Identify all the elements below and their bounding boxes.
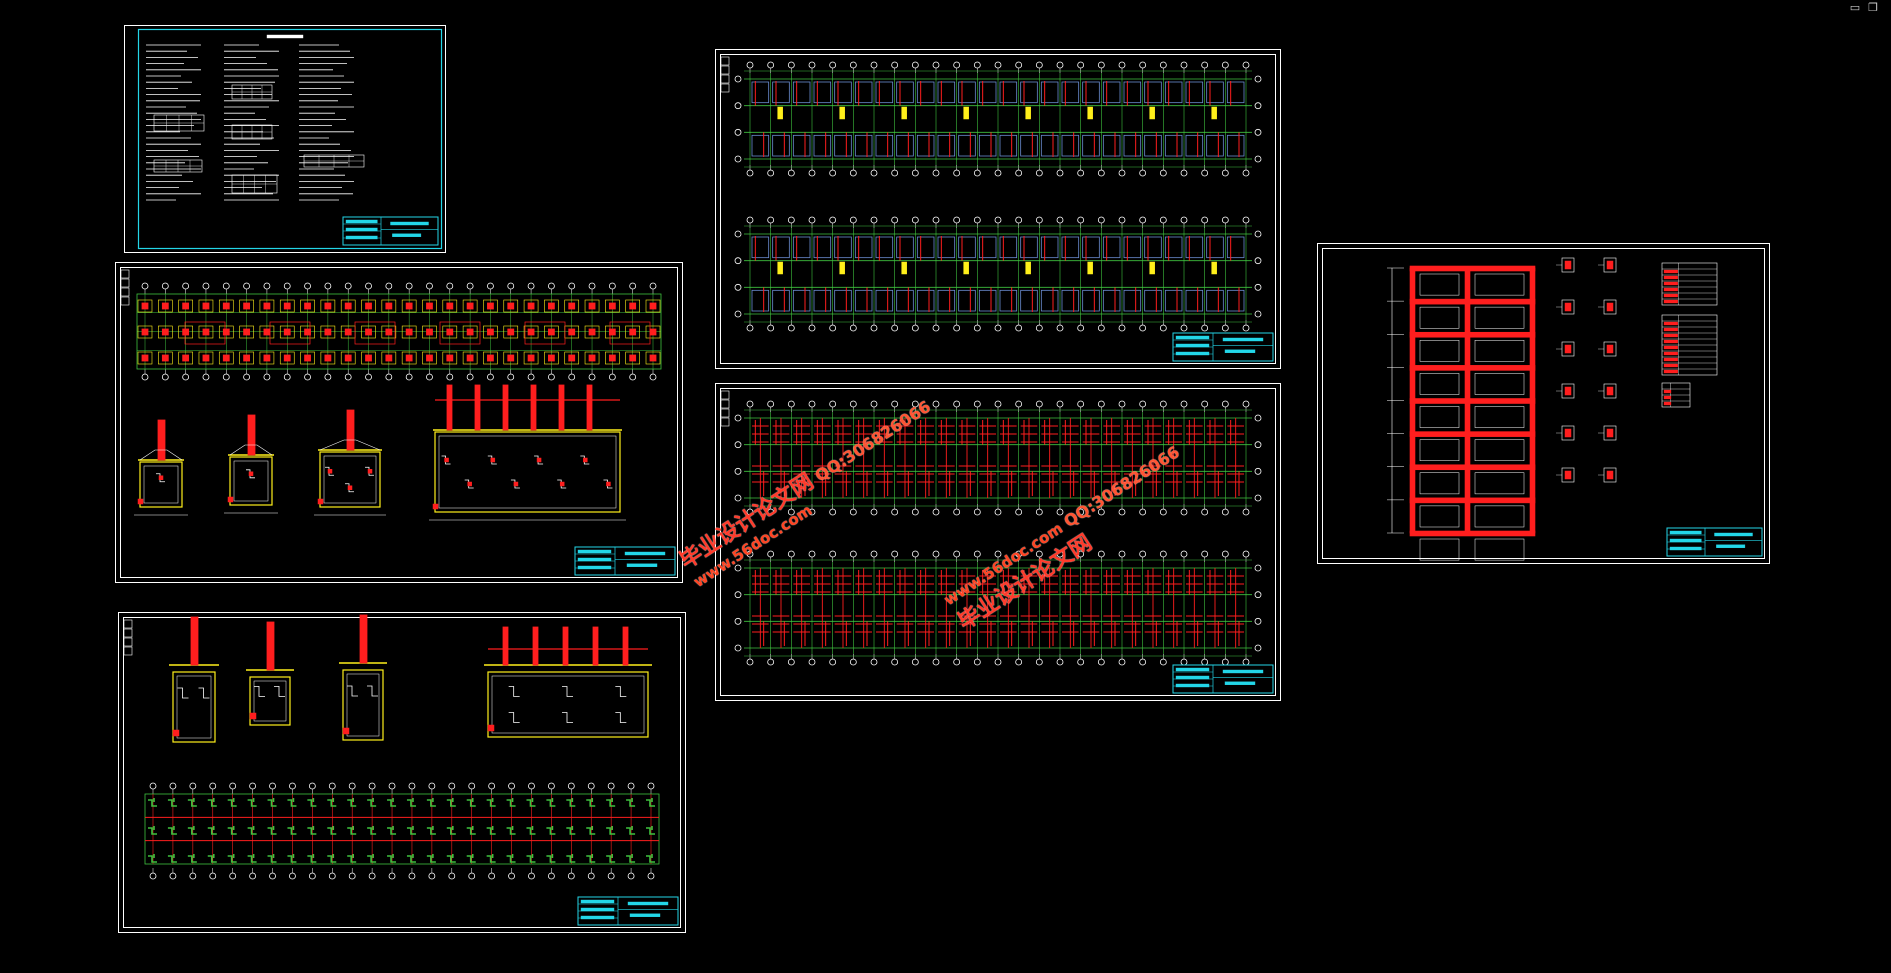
- restore-icon[interactable]: ❐: [1868, 1, 1878, 14]
- sheet-foundation-detail[interactable]: [118, 612, 686, 933]
- sheet-frame-elevation[interactable]: [1317, 243, 1770, 564]
- sheet-slab-rebar[interactable]: [715, 383, 1281, 701]
- minimize-icon[interactable]: ▭: [1849, 1, 1861, 14]
- sheet-design-notes[interactable]: [124, 25, 446, 253]
- sheet-floor-plans[interactable]: [715, 49, 1281, 369]
- sheet-foundation-plan[interactable]: [115, 262, 683, 583]
